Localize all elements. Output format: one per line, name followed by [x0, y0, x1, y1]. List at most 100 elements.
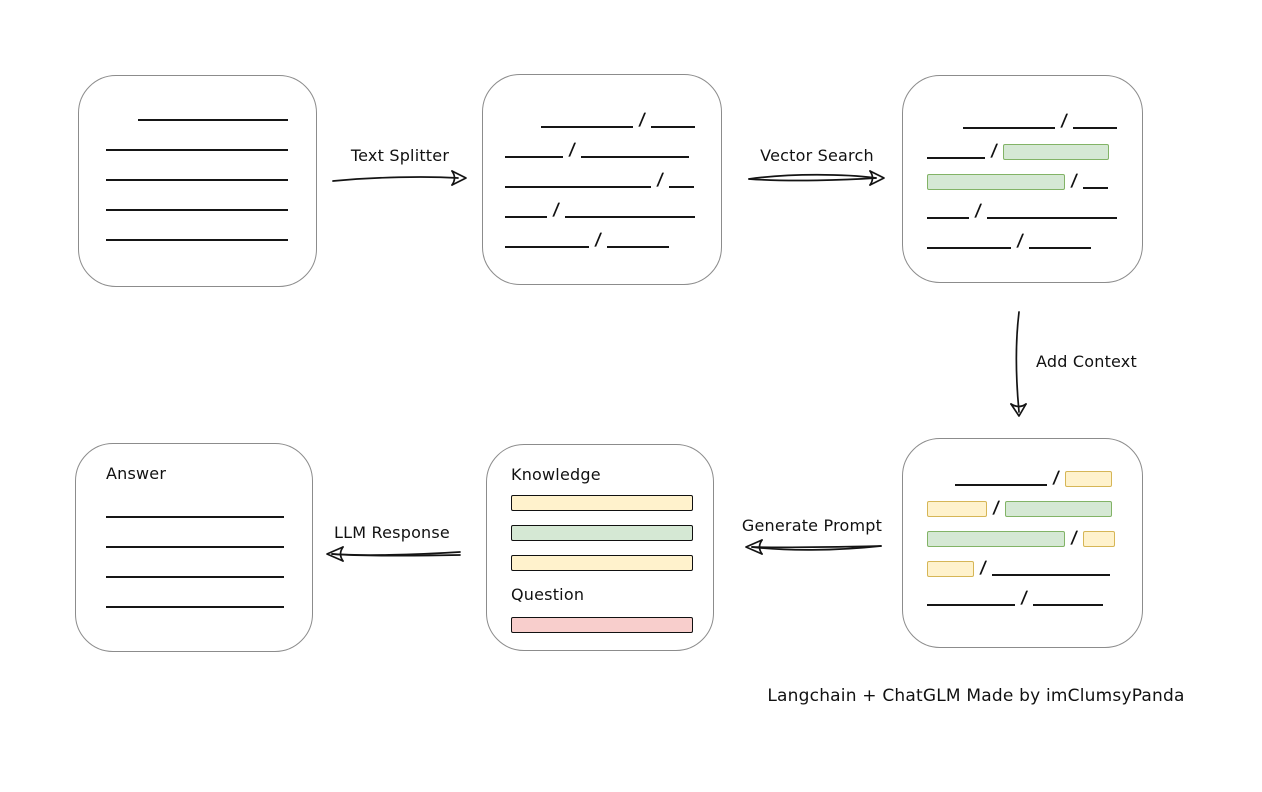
slash-separator: / — [1069, 171, 1079, 191]
text-line — [927, 217, 969, 219]
green-chip — [511, 525, 693, 541]
text-line — [607, 246, 670, 248]
prompt-box: Knowledge Question — [486, 444, 714, 651]
indent-gap — [505, 128, 541, 129]
text-line — [963, 127, 1055, 129]
text-row: / — [505, 200, 703, 220]
text-splitter-arrow-group: Text Splitter — [330, 146, 470, 189]
slash-separator: / — [991, 498, 1001, 518]
yellow-chip — [511, 555, 693, 571]
text-line — [987, 217, 1118, 219]
text-line — [955, 484, 1047, 486]
context-chunks-box: / / / / / — [902, 438, 1143, 648]
text-line — [651, 126, 696, 128]
text-line — [1029, 247, 1092, 249]
right-arrow-icon — [332, 170, 467, 186]
slash-separator: / — [1015, 231, 1025, 251]
text-row: / — [505, 170, 703, 190]
text-line — [927, 247, 1011, 249]
text-line — [106, 239, 288, 241]
text-row — [106, 501, 284, 519]
slash-separator: / — [593, 230, 603, 250]
indent-gap — [927, 129, 963, 130]
text-line — [505, 186, 651, 188]
text-row: / — [927, 558, 1126, 578]
red-chip — [511, 617, 693, 633]
text-line — [106, 546, 284, 548]
text-line — [992, 574, 1111, 576]
knowledge-label: Knowledge — [511, 465, 601, 484]
text-row — [106, 194, 288, 212]
slash-separator: / — [1019, 588, 1029, 608]
text-line — [1073, 127, 1118, 129]
answer-lines — [106, 501, 284, 609]
text-row — [106, 531, 284, 549]
text-row: / — [927, 201, 1126, 221]
text-line — [106, 606, 284, 608]
answer-box: Answer — [75, 443, 313, 652]
text-line — [1083, 187, 1109, 189]
text-splitter-label: Text Splitter — [350, 146, 450, 165]
text-row — [106, 164, 288, 182]
indent-gap — [106, 121, 138, 122]
slash-separator: / — [1069, 528, 1079, 548]
text-row: / — [927, 588, 1126, 608]
source-document-box — [78, 75, 317, 287]
slash-separator: / — [989, 141, 999, 161]
yellow-highlight-chip — [1065, 471, 1113, 487]
text-line — [669, 186, 695, 188]
text-row: / — [927, 468, 1126, 488]
text-line — [106, 576, 284, 578]
text-line — [565, 216, 696, 218]
generate-prompt-label: Generate Prompt — [741, 516, 883, 535]
text-line — [106, 209, 288, 211]
text-row: / — [505, 140, 703, 160]
text-line — [106, 149, 288, 151]
text-row: / — [927, 498, 1126, 518]
yellow-chip — [511, 495, 693, 511]
text-line — [927, 604, 1015, 606]
slash-separator: / — [551, 200, 561, 220]
generate-prompt-arrow-group: Generate Prompt — [740, 516, 884, 559]
slash-separator: / — [637, 110, 647, 130]
slash-separator: / — [1059, 111, 1069, 131]
text-line — [106, 516, 284, 518]
text-row — [106, 561, 284, 579]
text-row: / — [505, 230, 703, 250]
text-row: / — [927, 231, 1126, 251]
vector-search-label: Vector Search — [760, 146, 874, 165]
split-chunks-box: / / / / / — [482, 74, 722, 285]
llm-response-arrow-group: LLM Response — [322, 523, 462, 566]
llm-response-label: LLM Response — [334, 523, 450, 542]
text-line — [581, 156, 690, 158]
answer-label: Answer — [106, 464, 167, 483]
add-context-label: Add Context — [1036, 352, 1137, 371]
text-row — [106, 224, 288, 242]
slash-separator: / — [978, 558, 988, 578]
text-row: / — [927, 528, 1126, 548]
green-highlight-chip — [1005, 501, 1113, 517]
text-line — [138, 119, 288, 121]
slash-separator: / — [973, 201, 983, 221]
text-line — [927, 157, 985, 159]
text-row — [106, 134, 288, 152]
slash-separator: / — [1051, 468, 1061, 488]
text-row: / — [927, 141, 1126, 161]
right-arrow-icon — [748, 170, 885, 186]
diagram-caption: Langchain + ChatGLM Made by imClumsyPand… — [767, 686, 1185, 706]
vector-search-arrow-group: Vector Search — [746, 146, 888, 189]
text-row: / — [927, 171, 1126, 191]
yellow-highlight-chip — [927, 561, 974, 577]
text-line — [505, 246, 589, 248]
text-line — [1033, 604, 1104, 606]
text-line — [505, 156, 563, 158]
text-row: / — [927, 111, 1126, 131]
yellow-highlight-chip — [927, 501, 987, 517]
down-arrow-icon — [1010, 311, 1027, 417]
question-chips — [511, 617, 693, 633]
text-line — [505, 216, 547, 218]
left-arrow-icon — [326, 546, 461, 562]
slash-separator: / — [567, 140, 577, 160]
text-row: / — [505, 110, 703, 130]
